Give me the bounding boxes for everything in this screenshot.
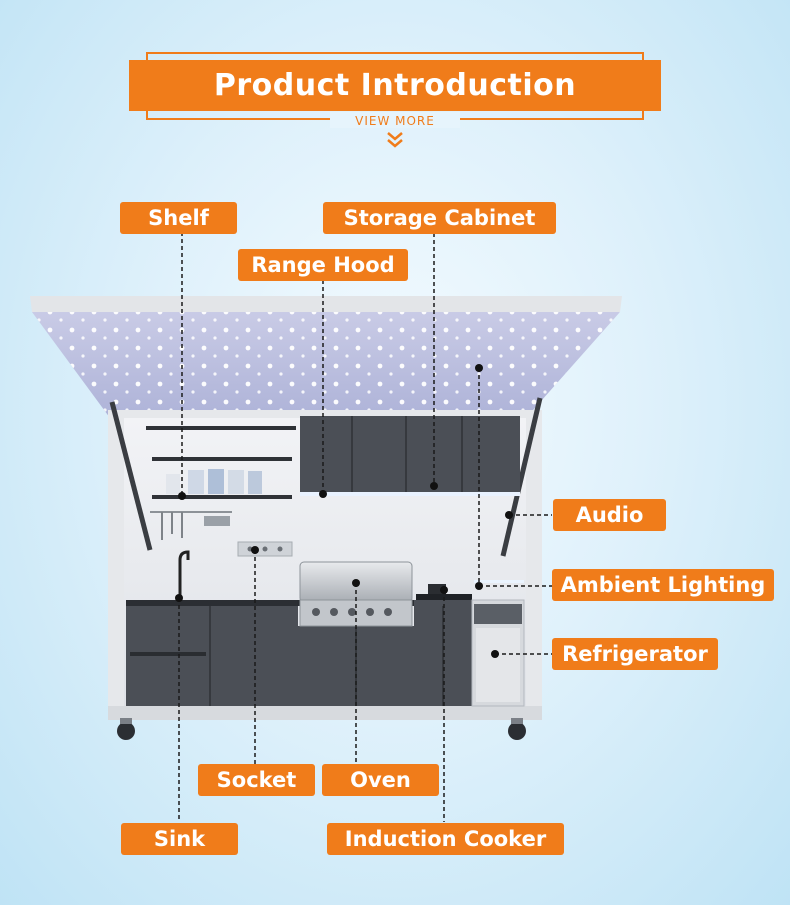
label-refrigerator: Refrigerator xyxy=(552,638,718,670)
upper-cabinets xyxy=(300,416,520,496)
label-sink: Sink xyxy=(121,823,238,855)
chevron-down-icon[interactable] xyxy=(383,130,407,150)
sink-tap xyxy=(178,550,190,600)
ambient-light-strip xyxy=(474,580,524,583)
view-more-link[interactable]: VIEW MORE xyxy=(355,114,435,128)
label-socket: Socket xyxy=(198,764,315,796)
label-shelf: Shelf xyxy=(120,202,237,234)
label-range-hood: Range Hood xyxy=(238,249,408,281)
leader-dots xyxy=(175,364,513,658)
view-more-background xyxy=(330,112,460,128)
left-strut xyxy=(109,401,153,551)
leader-lines xyxy=(178,232,552,822)
wall-sockets xyxy=(237,541,293,557)
lower-cabinets xyxy=(126,600,472,706)
label-oven: Oven xyxy=(322,764,439,796)
canopy-roof xyxy=(30,296,622,418)
wall-shelves xyxy=(146,426,296,499)
label-audio: Audio xyxy=(553,499,666,531)
wheels xyxy=(117,718,526,740)
label-ambient-lighting: Ambient Lighting xyxy=(552,569,774,601)
utensil-rail xyxy=(150,511,232,540)
page-title: Product Introduction xyxy=(129,60,661,111)
label-induction-cooker: Induction Cooker xyxy=(327,823,564,855)
right-strut xyxy=(500,397,543,557)
label-storage-cabinet: Storage Cabinet xyxy=(323,202,556,234)
